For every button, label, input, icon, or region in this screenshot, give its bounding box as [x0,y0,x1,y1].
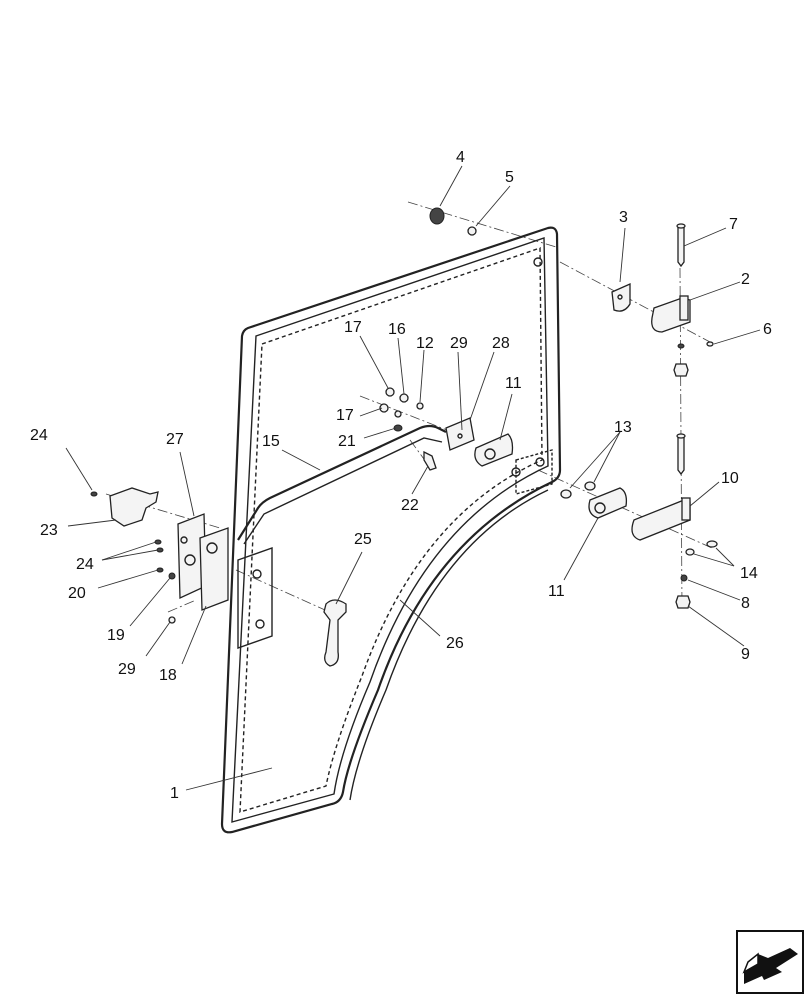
latch-23 [109,487,159,527]
callout-9: 9 [741,646,750,663]
spacer-13a [560,489,572,499]
callout-8: 8 [741,595,750,612]
callout-28: 28 [492,335,510,352]
washer-8 [680,574,688,582]
door-handle [323,599,347,667]
plate-11-lower [588,487,628,519]
nut-17b [379,403,389,413]
nut-5 [467,226,477,236]
callout-labels: 1 2 3 4 5 6 7 8 9 10 11 11 12 13 14 15 1… [30,149,772,802]
callout-20: 20 [68,585,86,602]
callout-29-upper: 29 [450,335,468,352]
callout-29-lower: 29 [118,661,136,678]
callout-2: 2 [741,271,750,288]
washer-16 [399,393,409,403]
latch-bracket-18 [199,527,229,611]
nut-17a [385,387,395,397]
screw-22 [423,450,437,471]
screw-29 [168,616,176,624]
callout-19: 19 [107,627,125,644]
washer-21 [393,424,403,432]
screw-24-top [90,491,98,497]
nut-19 [168,572,176,580]
callout-3: 3 [619,209,628,226]
grab-rail-inner [243,437,443,545]
next-page-arrow-graphic [742,948,798,984]
callout-23: 23 [40,522,58,539]
callout-4: 4 [456,149,465,166]
hinge-pin-7 [677,225,685,268]
callout-17-lower: 17 [336,407,354,424]
washer-upper [677,343,685,349]
callout-6: 6 [763,321,772,338]
callout-1: 1 [170,785,179,802]
callout-12: 12 [416,335,434,352]
nut-9 [675,595,691,609]
nut-upper [673,363,689,377]
callout-15: 15 [262,433,280,450]
pin-14b [706,540,718,548]
callout-26: 26 [446,635,464,652]
spacer-plate-3 [611,282,631,312]
spacer-13b [584,481,596,491]
callout-11-lower: 11 [548,583,565,600]
door-panel [220,226,562,834]
pin-14a [685,548,695,556]
callout-27: 27 [166,431,184,448]
callout-17-upper: 17 [344,319,362,336]
screw-6 [706,341,714,347]
callout-25: 25 [354,531,372,548]
callout-24-upper: 24 [30,427,48,444]
callout-24-lower: 24 [76,556,94,573]
bolt-12 [416,402,424,410]
callout-10: 10 [721,470,739,487]
hinge-pin-lower [677,435,685,476]
callout-18: 18 [159,667,177,684]
callout-5: 5 [505,169,514,186]
callout-16: 16 [388,321,406,338]
callout-22: 22 [401,497,419,514]
callout-14: 14 [740,565,758,582]
callout-13: 13 [614,419,632,436]
grab-rail [237,424,447,541]
leader-lines [65,165,761,791]
grommet [429,207,445,225]
callout-7: 7 [729,216,738,233]
callout-21: 21 [338,433,356,450]
next-page-arrow-icon[interactable] [736,930,804,994]
weather-seal [349,489,549,801]
callout-11-upper: 11 [505,375,522,392]
